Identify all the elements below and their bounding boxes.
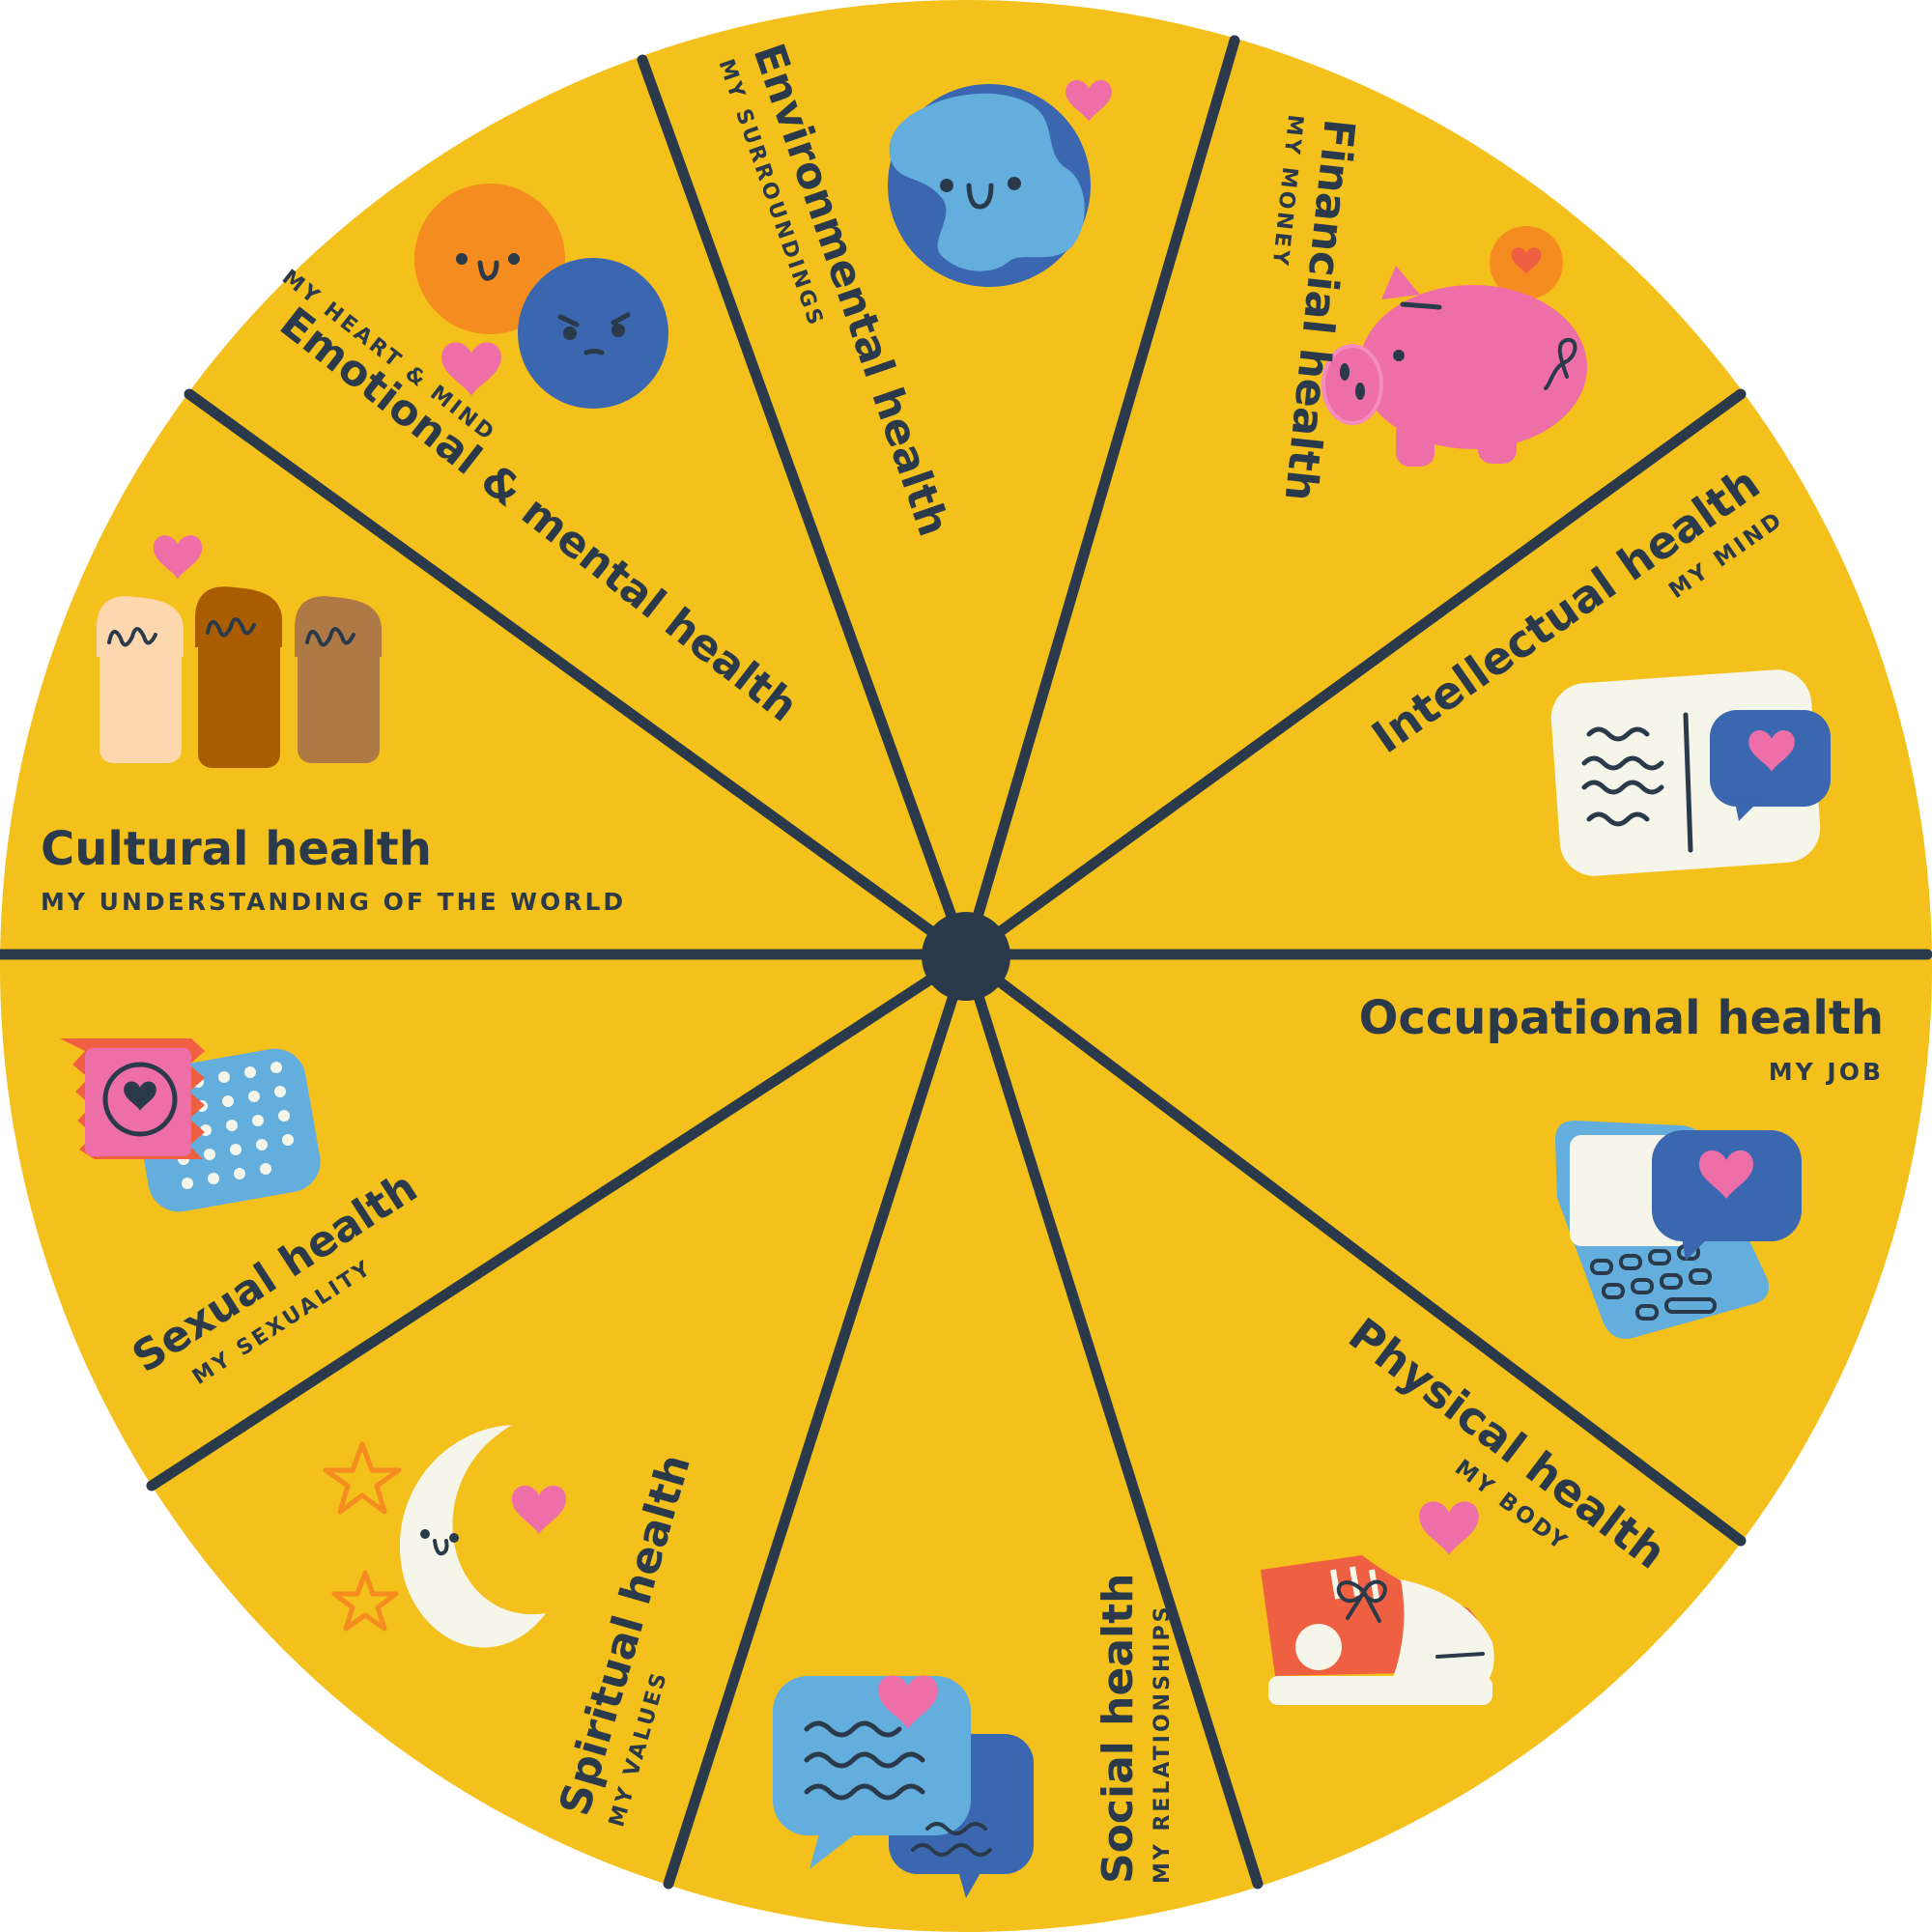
segment-subtitle: MY JOB (1769, 1058, 1884, 1086)
faces-icon (414, 184, 668, 409)
segment-cultural: Cultural health MY UNDERSTANDING OF THE … (41, 822, 626, 916)
earth-icon (888, 79, 1112, 287)
divider-line (960, 35, 1240, 962)
laptop-icon (1555, 1121, 1802, 1339)
segment-title: Cultural health (41, 822, 432, 876)
divider-line (960, 951, 1747, 1547)
moon-stars-icon (323, 1425, 566, 1648)
book-icon (1550, 669, 1831, 876)
sneaker-icon (1261, 1501, 1494, 1705)
chat-bubbles-icon (773, 1675, 1034, 1898)
segment-subtitle: MY RELATIONSHIPS (1151, 1604, 1175, 1884)
piggy-bank-icon (1321, 226, 1587, 467)
divider-line (184, 388, 972, 962)
segment-social: Social health MY RELATIONSHIPS (1094, 1574, 1175, 1884)
wheel-hub (922, 912, 1010, 1001)
raised-fists-icon (97, 535, 382, 768)
segment-title: Occupational health (1359, 991, 1884, 1045)
divider-line (960, 388, 1747, 962)
segment-subtitle: MY UNDERSTANDING OF THE WORLD (41, 888, 626, 916)
segment-occupational: Occupational health MY JOB (1359, 991, 1884, 1086)
condom-pills-icon (60, 1038, 321, 1212)
divider-line (960, 951, 1264, 1889)
divider-line (146, 951, 972, 1492)
divider-line (663, 951, 972, 1889)
segment-title: Social health (1094, 1574, 1143, 1884)
divider-line (637, 54, 972, 962)
